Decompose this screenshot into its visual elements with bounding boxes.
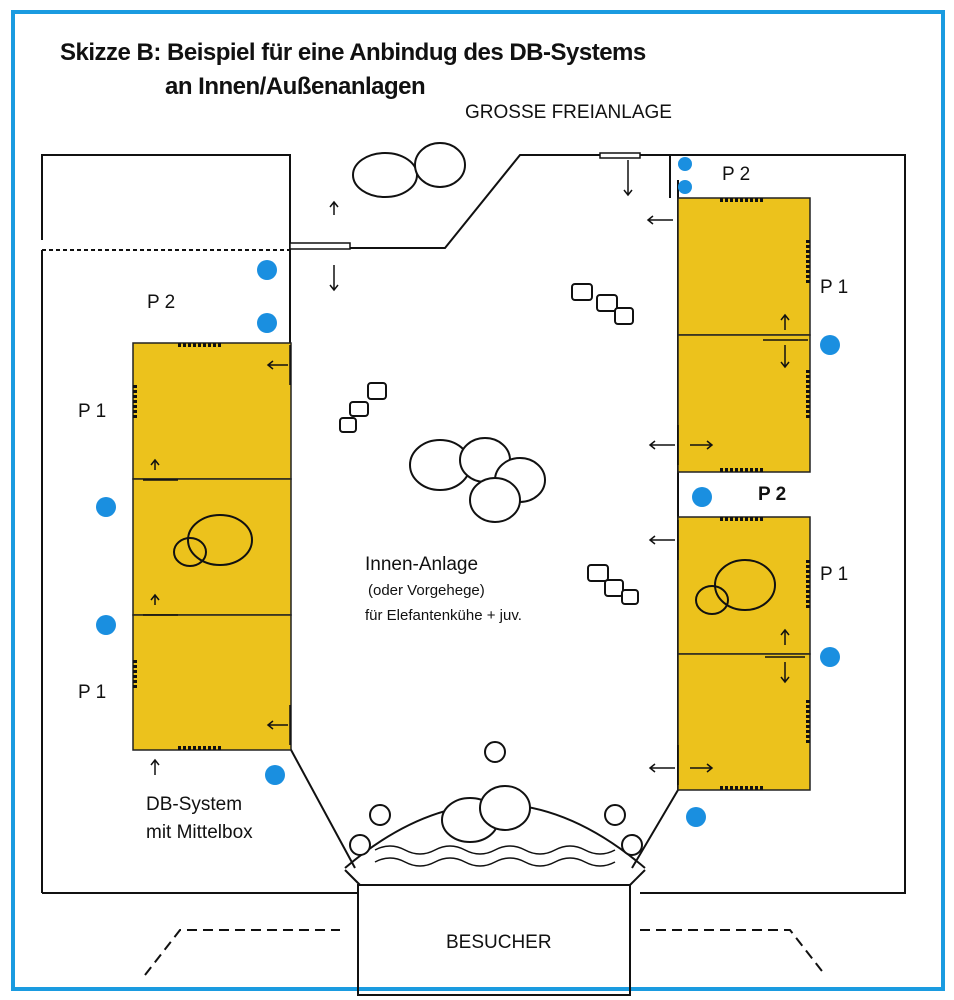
rocks (339, 283, 639, 605)
box-right-3 (677, 516, 811, 655)
db-system-label-1: DB-System (146, 794, 242, 815)
label-p2-left: P 2 (147, 292, 175, 313)
indoor-title: Innen-Anlage (365, 554, 478, 575)
title-line-2: an Innen/Außenanlagen (165, 73, 425, 100)
door-arrows (143, 160, 808, 785)
label-p2-right-top: P 2 (722, 164, 750, 185)
label-p1-right-top: P 1 (820, 277, 848, 298)
label-p1-right-bottom: P 1 (820, 564, 848, 585)
outdoor-label: GROSSE FREIANLAGE (465, 102, 672, 123)
label-p1-left-top: P 1 (78, 401, 106, 422)
title-line-1: Skizze B: Beispiel für eine Anbindug des… (60, 39, 646, 66)
indoor-subtitle-2: für Elefantenkühe + juv. (365, 607, 522, 624)
elephant-icon (173, 142, 776, 843)
box-right-4 (677, 653, 811, 791)
visitors-label: BESUCHER (446, 932, 552, 953)
indoor-subtitle-1: (oder Vorgehege) (368, 582, 485, 599)
box-right-2 (677, 334, 811, 473)
blue-frame (11, 10, 945, 991)
db-system-label-2: mit Mittelbox (146, 822, 253, 843)
box-left-3 (132, 614, 292, 751)
blue-dots (96, 157, 840, 827)
label-p2-right-mid: P 2 (758, 484, 786, 505)
pool (344, 741, 646, 869)
box-right-1 (677, 197, 811, 336)
box-left-2 (132, 478, 292, 616)
box-left-1 (132, 342, 292, 480)
label-p1-left-bottom: P 1 (78, 682, 106, 703)
gate-marks (133, 198, 810, 790)
